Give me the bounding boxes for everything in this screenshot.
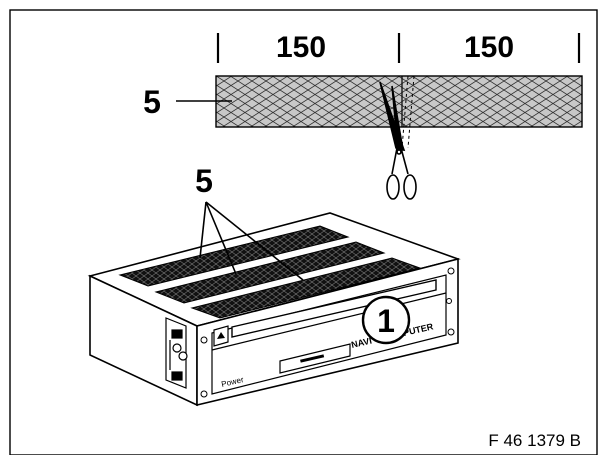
- dimension-right-label: 150: [464, 31, 514, 64]
- dimension-ticks: [216, 33, 581, 63]
- vent-callout-leaders: [199, 201, 304, 281]
- navigation-computer-unit: NAVI PUTER Power: [87, 212, 461, 407]
- dimension-left-label: 150: [276, 31, 326, 64]
- side-bracket: [165, 317, 188, 389]
- label-window-mark: [300, 354, 325, 363]
- divider-line: [211, 292, 447, 351]
- vent-callout-number: 5: [195, 163, 213, 199]
- cut-guide-dashed-2: [407, 75, 415, 149]
- eject-icon: [217, 332, 225, 339]
- device-text-navi: NAVI: [350, 336, 373, 350]
- mesh-strip: [215, 75, 583, 128]
- vent-strip-2: [154, 241, 386, 304]
- unit-callout-number: 1: [377, 303, 395, 339]
- cd-slot: [231, 279, 437, 338]
- front-screws: [200, 267, 455, 398]
- vent-strip-3: [190, 257, 422, 319]
- front-bezel-inner: [211, 274, 447, 395]
- cut-guide-dashed: [401, 75, 409, 149]
- scissors-icon: [379, 81, 417, 200]
- unit-callout-circle: [361, 295, 411, 345]
- figure-code: F 46 1379 B: [488, 431, 581, 450]
- vent-strip-1: [118, 225, 350, 287]
- strip-callout-number: 5: [143, 84, 161, 120]
